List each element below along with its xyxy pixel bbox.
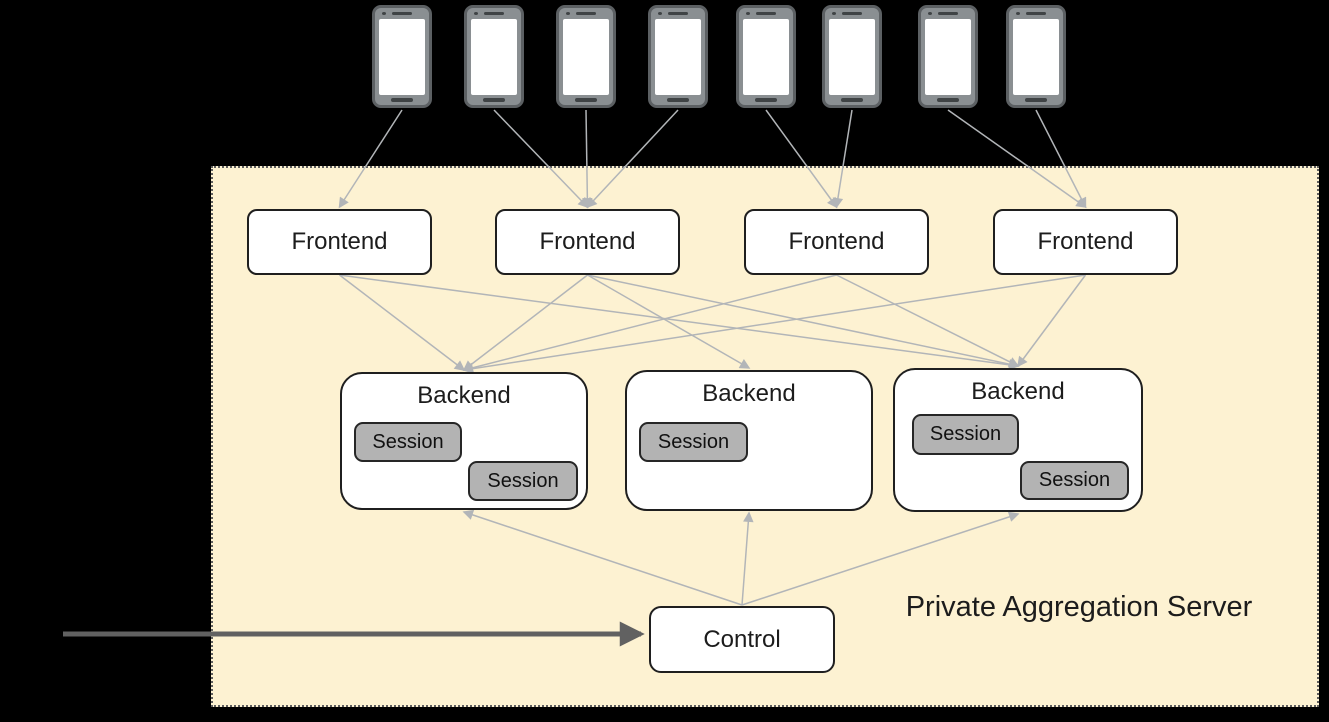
phone-to-frontend-connector [582, 109, 593, 209]
frontend-label: Frontend [1037, 228, 1134, 255]
phone-camera-icon [658, 12, 662, 15]
backend-label: Backend [702, 380, 796, 407]
phone-home-button [391, 98, 413, 102]
phone-to-frontend-connector [586, 109, 679, 209]
frontend-label: Frontend [291, 228, 388, 255]
phone-camera-icon [566, 12, 570, 15]
session-label: Session [657, 430, 730, 453]
phone-icon [822, 5, 882, 108]
phone-speaker-icon [392, 12, 412, 15]
phone-icon [1006, 5, 1066, 108]
phone-home-button [755, 98, 777, 102]
frontend-node: Frontend [744, 209, 929, 275]
session-label: Session [487, 469, 559, 492]
frontend-node: Frontend [247, 209, 432, 275]
frontend-to-backend-connector [587, 274, 1020, 370]
phone-icon [556, 5, 616, 108]
control-label: Control [703, 625, 781, 653]
session-chip: Session [639, 422, 748, 462]
phone-icon [918, 5, 978, 108]
phone-camera-icon [474, 12, 478, 15]
phone-to-frontend-connector [338, 109, 403, 209]
phone-speaker-icon [756, 12, 776, 15]
backend-label: Backend [971, 378, 1065, 405]
backend-label: Backend [417, 382, 511, 409]
control-node: Control [649, 606, 835, 673]
phone-home-button [841, 98, 863, 102]
phone-to-frontend-connector [765, 109, 838, 209]
session-chip: Session [468, 461, 578, 501]
session-chip: Session [354, 422, 462, 462]
frontend-to-backend-connector [339, 274, 466, 371]
session-label: Session [1038, 469, 1111, 491]
phone-screen [743, 19, 789, 95]
frontend-node: Frontend [495, 209, 680, 275]
phone-icon [464, 5, 524, 108]
phone-screen [925, 19, 971, 95]
phone-icon [648, 5, 708, 108]
phone-home-button [937, 98, 959, 102]
phone-camera-icon [746, 12, 750, 15]
frontend-to-backend-connector [587, 274, 751, 369]
phone-camera-icon [832, 12, 836, 15]
phone-screen [829, 19, 875, 95]
phone-screen [1013, 19, 1059, 95]
session-label: Session [372, 430, 444, 453]
phone-screen [563, 19, 609, 95]
frontend-to-backend-connector [462, 274, 837, 373]
phone-to-frontend-connector [832, 109, 853, 209]
phone-camera-icon [928, 12, 932, 15]
session-chip: Session [912, 414, 1019, 455]
phone-home-button [575, 98, 597, 102]
frontend-label: Frontend [788, 228, 885, 255]
phone-speaker-icon [576, 12, 596, 15]
phone-camera-icon [382, 12, 386, 15]
frontend-to-backend-connector [339, 274, 1020, 371]
phone-icon [736, 5, 796, 108]
frontend-node: Frontend [993, 209, 1178, 275]
phone-to-frontend-connector [1035, 109, 1087, 209]
session-label: Session [929, 423, 1002, 445]
phone-camera-icon [1016, 12, 1020, 15]
frontend-to-backend-connector [462, 274, 1086, 374]
phone-speaker-icon [938, 12, 958, 15]
phone-speaker-icon [484, 12, 504, 15]
frontend-to-backend-connector [1017, 274, 1087, 368]
phone-screen [655, 19, 701, 95]
phone-screen [471, 19, 517, 95]
frontend-label: Frontend [539, 228, 636, 255]
phone-to-frontend-connector [493, 109, 589, 209]
session-chip: Session [1020, 461, 1129, 500]
phone-screen [379, 19, 425, 95]
phone-speaker-icon [668, 12, 688, 15]
control-to-backend-connector [741, 511, 754, 606]
phone-to-frontend-connector [947, 109, 1087, 208]
frontend-to-backend-connector [462, 274, 588, 371]
phone-home-button [667, 98, 689, 102]
control-to-backend-connector [462, 509, 743, 606]
control-to-backend-connector [741, 511, 1020, 606]
diagram-title: Private Aggregation Server [905, 591, 1253, 623]
phone-home-button [483, 98, 505, 102]
phone-speaker-icon [842, 12, 862, 15]
phone-speaker-icon [1026, 12, 1046, 15]
frontend-to-backend-connector [836, 274, 1020, 367]
phone-home-button [1025, 98, 1047, 102]
phone-icon [372, 5, 432, 108]
